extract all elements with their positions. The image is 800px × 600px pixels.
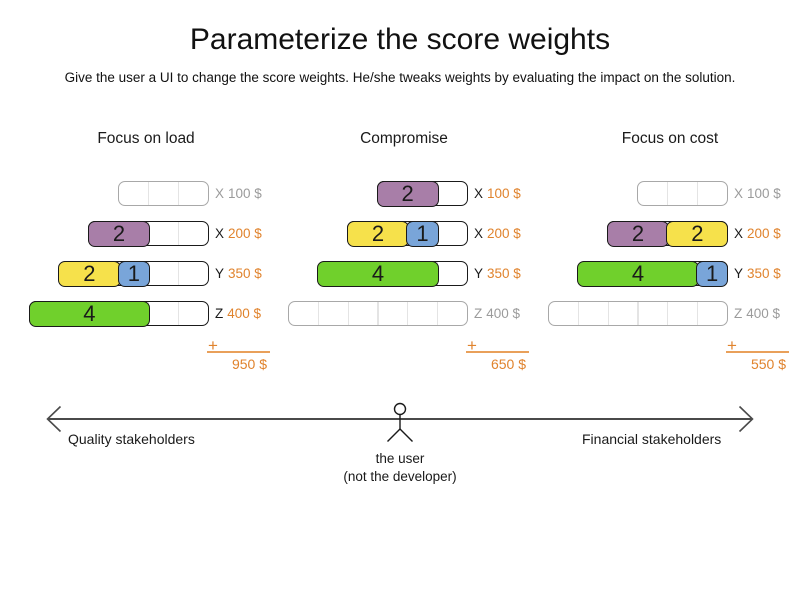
green-weight-block: 4: [577, 260, 699, 287]
row-price: 100 $: [228, 186, 262, 201]
row-letter: Y: [734, 266, 744, 281]
row-price: 400 $: [227, 306, 262, 321]
weight-slot-row: [118, 181, 209, 206]
stick-figure-icon: [387, 402, 413, 442]
row-letter: Z: [474, 306, 483, 321]
purple-weight-block: 2: [87, 220, 151, 247]
sum-line: [726, 351, 789, 353]
unit-divider: [578, 302, 580, 325]
row-letter: X: [215, 186, 225, 201]
blue-weight-block: 1: [695, 260, 729, 287]
left-arrowhead-icon: [46, 405, 62, 433]
unit-divider: [607, 302, 609, 325]
column-title-compromise: Compromise: [360, 130, 448, 147]
weight-slot-row: 2: [376, 180, 468, 207]
row-price: 200 $: [487, 226, 521, 241]
row-letter: X: [734, 226, 744, 241]
row-letter: X: [474, 186, 484, 201]
row-price: 200 $: [747, 226, 781, 241]
unit-divider: [667, 302, 669, 325]
purple-weight-block: 2: [606, 220, 670, 247]
unit-divider: [347, 302, 349, 325]
column-title-focus-on-load: Focus on load: [97, 130, 195, 147]
unit-divider: [407, 302, 409, 325]
unit-divider: [177, 302, 179, 325]
weight-slot-row: [288, 301, 468, 326]
yellow-weight-block: 2: [58, 260, 121, 287]
row-letter: X: [215, 226, 225, 241]
row-price: 200 $: [228, 226, 262, 241]
row-letter: Z: [215, 306, 224, 321]
yellow-weight-block: 2: [346, 220, 410, 247]
sum-total: 950 $: [231, 356, 267, 372]
page-title: Parameterize the score weights: [189, 23, 611, 56]
unit-divider: [696, 182, 698, 205]
right-arrowhead-icon: [738, 405, 754, 433]
row-price: 400 $: [746, 306, 781, 321]
weight-slot-row: 4: [28, 300, 209, 327]
row-price: 350 $: [228, 266, 262, 281]
blue-weight-block: 1: [406, 220, 439, 247]
row-letter: Y: [215, 266, 225, 281]
unit-divider: [177, 182, 179, 205]
weight-slot-row: [548, 301, 728, 326]
financial-stakeholders-label: Financial stakeholders: [582, 431, 722, 447]
stakeholder-spectrum-graphic: [46, 402, 754, 442]
user-caption-line2: (not the developer): [343, 468, 457, 484]
row-price: 100 $: [487, 186, 521, 201]
unit-divider: [377, 302, 379, 325]
unit-divider: [667, 182, 669, 205]
quality-stakeholders-label: Quality stakeholders: [68, 431, 195, 447]
weight-slot-row: 2: [87, 220, 209, 247]
unit-divider: [637, 302, 639, 325]
page-subtitle: Give the user a UI to change the score w…: [64, 70, 736, 85]
row-letter: Y: [474, 266, 484, 281]
sum-total: 550 $: [750, 356, 786, 372]
row-price: 350 $: [747, 266, 781, 281]
unit-divider: [318, 302, 320, 325]
row-letter: Z: [734, 306, 743, 321]
unit-divider: [436, 302, 438, 325]
user-caption-line1: the user: [375, 451, 425, 466]
row-letter: X: [734, 186, 744, 201]
plus-icon: +: [727, 336, 737, 355]
row-price: 400 $: [486, 306, 521, 321]
green-weight-block: 4: [28, 300, 151, 327]
sum-total: 650 $: [490, 356, 526, 372]
column-title-focus-on-cost: Focus on cost: [621, 130, 719, 147]
unit-divider: [177, 262, 179, 285]
row-letter: X: [474, 226, 484, 241]
plus-icon: +: [208, 336, 218, 355]
blue-weight-block: 1: [117, 260, 151, 287]
weight-slot-row: [637, 181, 728, 206]
weight-slot-row: 4: [317, 260, 468, 287]
purple-weight-block: 2: [376, 180, 439, 207]
unit-divider: [696, 302, 698, 325]
yellow-weight-block: 2: [666, 220, 729, 247]
row-price: 100 $: [747, 186, 781, 201]
plus-icon: +: [467, 336, 477, 355]
row-price: 350 $: [487, 266, 521, 281]
sum-line: [466, 351, 529, 353]
unit-divider: [148, 182, 150, 205]
green-weight-block: 4: [317, 260, 439, 287]
unit-divider: [177, 222, 179, 245]
sum-line: [207, 351, 270, 353]
